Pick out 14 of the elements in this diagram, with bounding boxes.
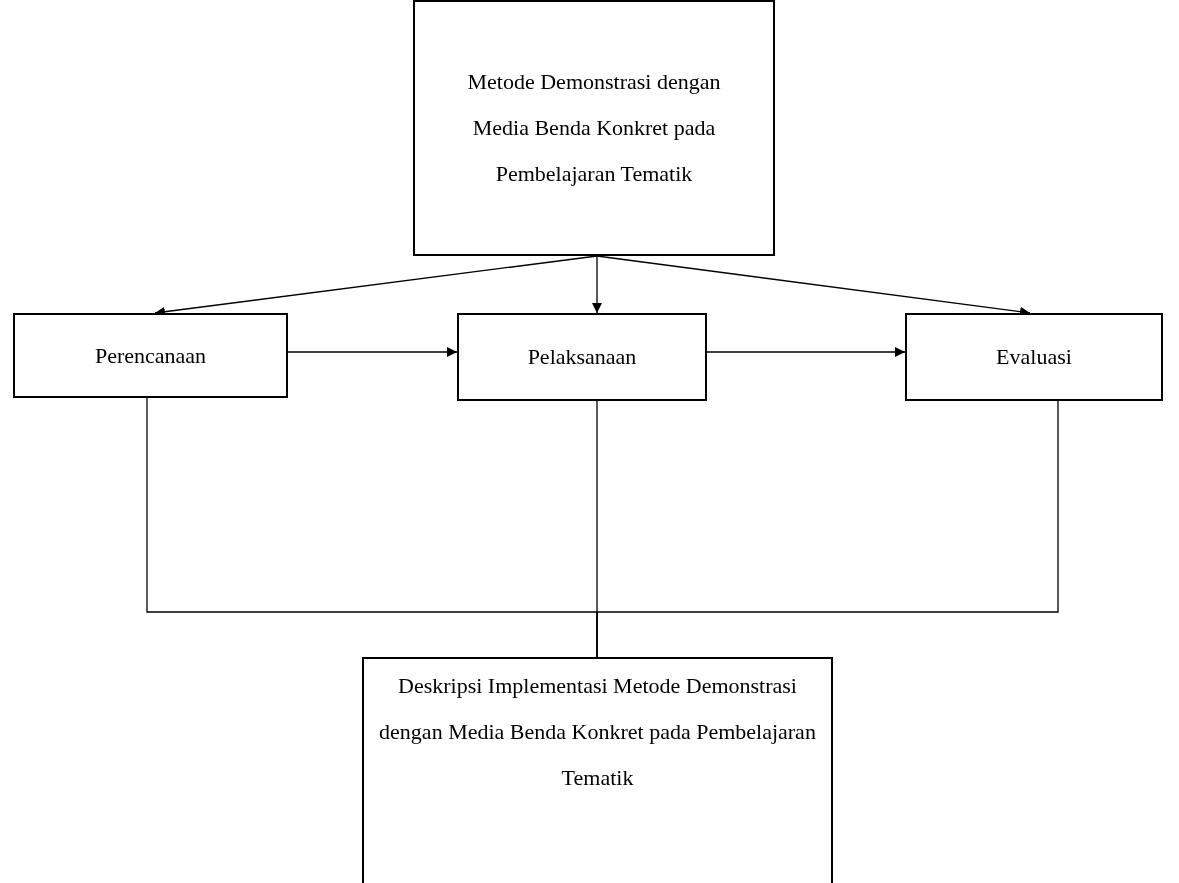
box-text: Pelaksanaan <box>527 343 637 371</box>
box-text: Deskripsi Implementasi Metode Demonstrasi dengan Media Benda Konkret pada Pembelajaran Tematik <box>378 672 817 792</box>
arrow <box>287 347 458 357</box>
arrow <box>706 347 906 357</box>
box-text: Evaluasi <box>996 343 1072 371</box>
process-box <box>905 313 1163 401</box>
box-text: Metode Demonstrasi dengan Media Benda Konkret pada Pembelajaran Tematik <box>466 68 722 188</box>
process-box <box>362 657 833 883</box>
connector-line <box>596 400 1059 658</box>
process-box <box>13 313 288 398</box>
arrow <box>592 255 602 314</box>
process-box <box>457 313 707 401</box>
box-text: Perencanaan <box>94 341 207 370</box>
process-box <box>413 0 775 256</box>
